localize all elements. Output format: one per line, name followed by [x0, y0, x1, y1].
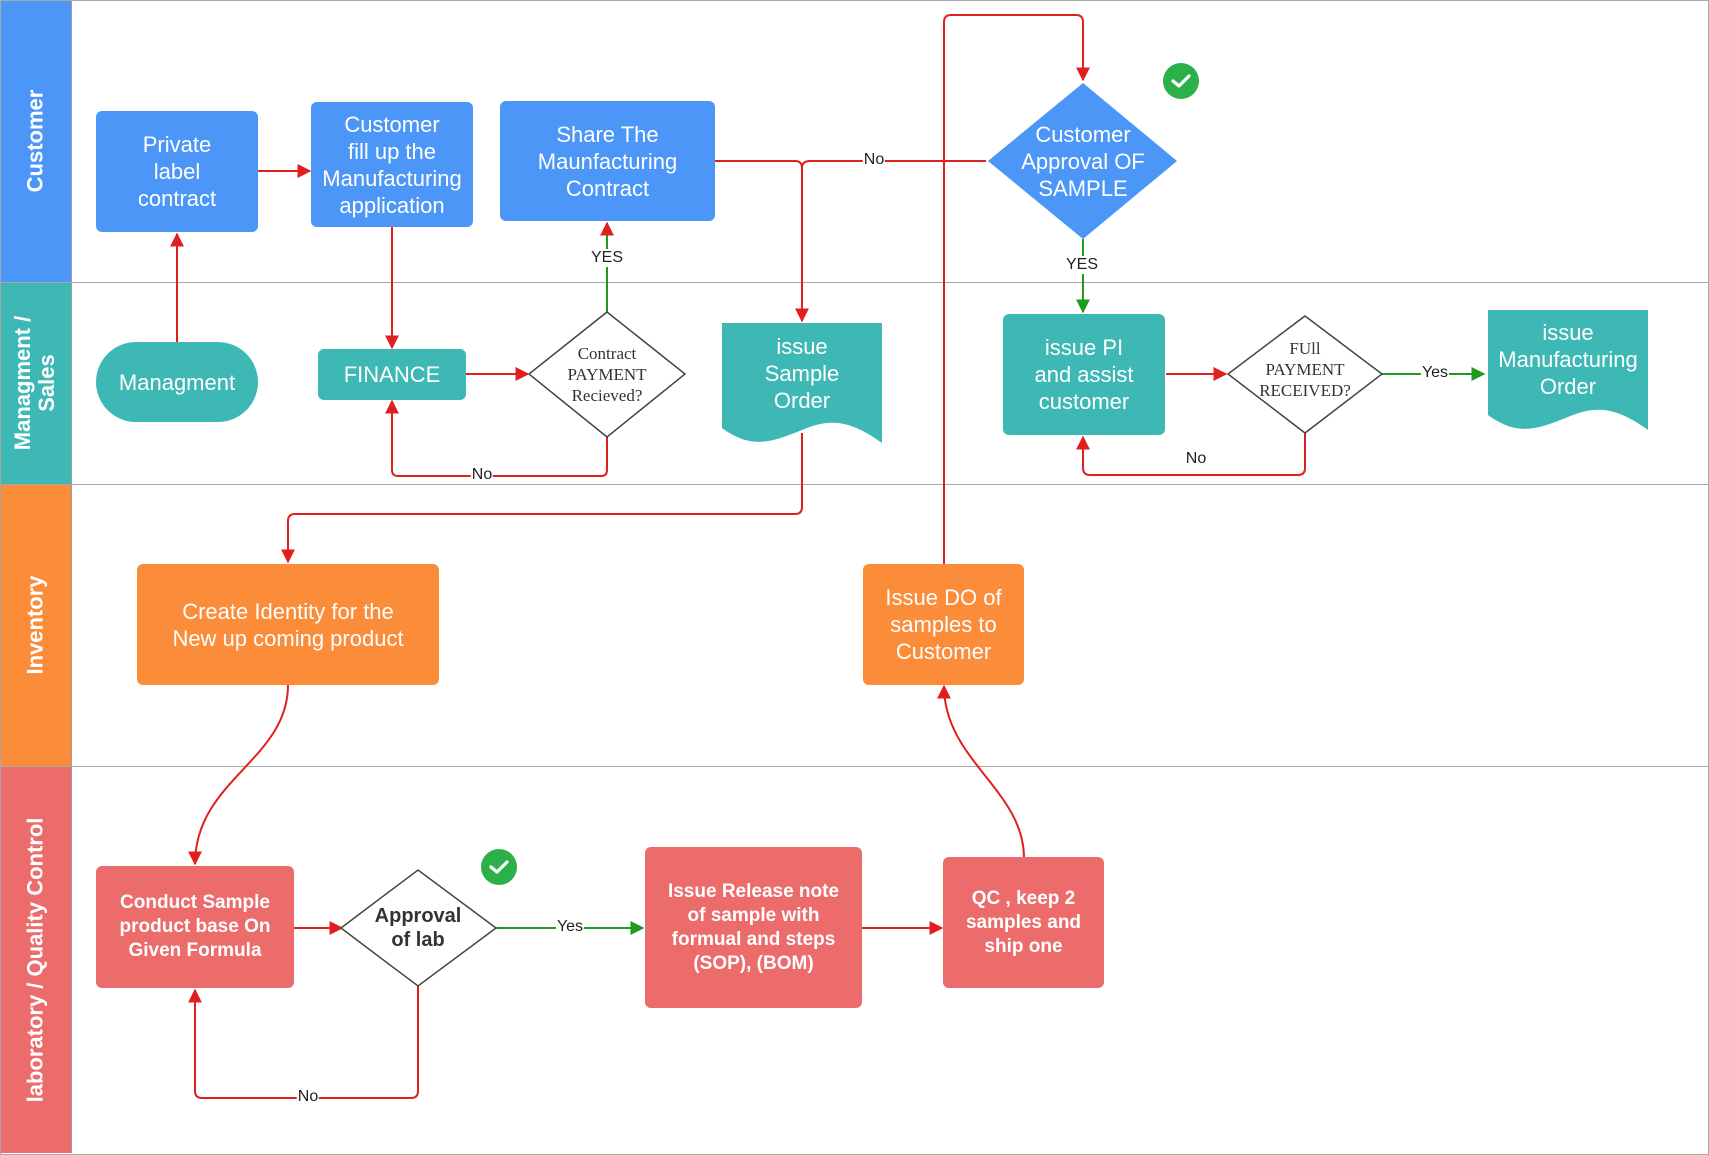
- node-customer-approval-text: Customer Approval OF SAMPLE: [1021, 121, 1145, 201]
- arrow-full-payment-no: [1076, 433, 1306, 476]
- arrow-qc-to-do: [937, 684, 1025, 859]
- diamond-full-payment: [1226, 315, 1384, 434]
- diamond-approval-lab: [339, 869, 498, 987]
- arrow-share-to-sample-order: [715, 160, 809, 323]
- node-private-label-contract: Private label contract: [96, 111, 258, 232]
- check-circle-icon: [1163, 63, 1199, 99]
- node-issue-release-note: Issue Release note of sample with formua…: [645, 847, 862, 1008]
- arrow-approval-no-branch: [801, 160, 986, 169]
- node-approval-lab-text: Approval of lab: [374, 905, 462, 951]
- node-managment: Managment: [96, 342, 258, 422]
- diamond-customer-approval: [988, 83, 1177, 239]
- lane-divider: [0, 484, 1709, 485]
- node-customer-application: Customer fill up the Manufacturing appli…: [311, 102, 473, 227]
- node-share-contract: Share The Maunfacturing Contract: [500, 101, 715, 221]
- edge-label-yes: Yes: [555, 918, 585, 936]
- lane-divider: [0, 766, 1709, 767]
- diamond-contract-payment: [527, 311, 687, 438]
- edge-label-no: No: [296, 1088, 320, 1106]
- check-circle-icon: [481, 849, 517, 885]
- lane-divider: [0, 282, 1709, 283]
- arrow-do-to-approval: [943, 14, 1090, 565]
- node-qc-keep-samples: QC , keep 2 samples and ship one: [943, 857, 1104, 988]
- node-create-identity: Create Identity for the New up coming pr…: [137, 564, 439, 685]
- document-issue-manufacturing-order: [1488, 310, 1648, 430]
- lane-label-management: Managment / Sales: [0, 282, 72, 484]
- edge-label-yes: Yes: [1420, 364, 1450, 382]
- edge-label-yes: YES: [589, 249, 625, 267]
- edge-label-yes: YES: [1064, 256, 1100, 274]
- lane-label-laboratory: laboratory / Quality Control: [0, 766, 72, 1153]
- arrow-sample-order-to-identity: [281, 433, 803, 564]
- lane-label-customer: Customer: [0, 0, 72, 282]
- arrow-identity-to-conduct: [188, 684, 289, 866]
- edge-label-no: No: [862, 151, 886, 169]
- node-issue-do: Issue DO of samples to Customer: [863, 564, 1024, 685]
- node-full-payment-text: FUll PAYMENT RECEIVED?: [1259, 338, 1351, 400]
- node-contract-payment-text: Contract PAYMENT Recieved?: [567, 343, 647, 405]
- node-issue-pi: issue PI and assist customer: [1003, 314, 1165, 435]
- edge-label-no: No: [470, 466, 494, 484]
- edge-label-no: No: [1184, 450, 1208, 468]
- arrow-payment-no-to-finance: [385, 399, 608, 477]
- node-issue-manufacturing-order-text: issue Manufacturing Order: [1498, 319, 1638, 399]
- arrow-approval-no-to-conduct: [188, 986, 419, 1099]
- node-conduct-sample: Conduct Sample product base On Given For…: [96, 866, 294, 988]
- lane-label-inventory: Inventory: [0, 484, 72, 766]
- node-finance: FINANCE: [318, 349, 466, 400]
- node-issue-sample-order-text: issue Sample Order: [764, 333, 840, 413]
- document-issue-sample-order: [722, 323, 882, 443]
